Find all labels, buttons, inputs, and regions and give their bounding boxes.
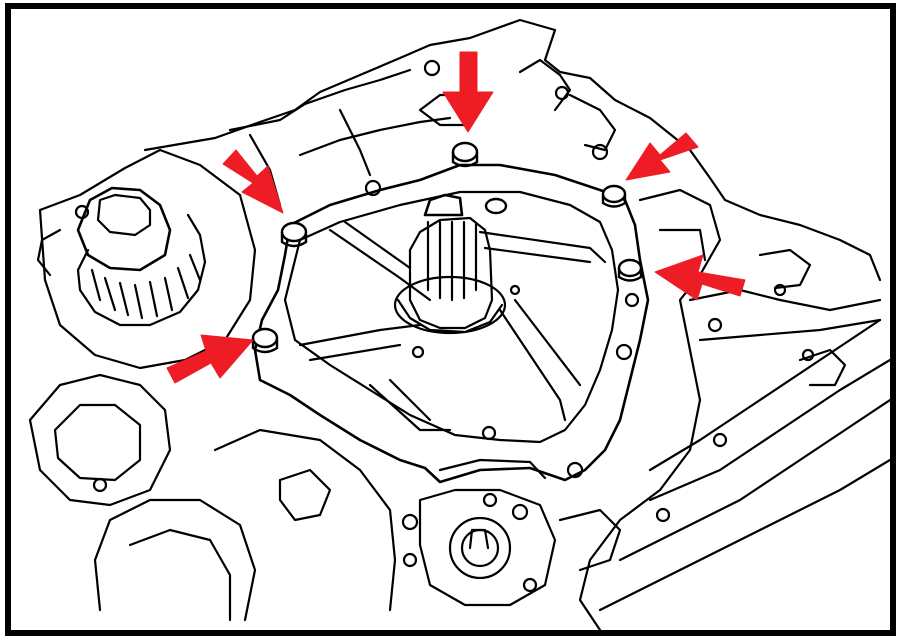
arrow-upper-right xyxy=(625,132,699,181)
arrow-left xyxy=(166,334,254,384)
right-housing xyxy=(578,188,892,632)
bolt-upper-right xyxy=(601,184,627,208)
line-art xyxy=(28,18,892,632)
red-arrows xyxy=(166,51,746,384)
bolt-right xyxy=(617,258,643,282)
bolt-top xyxy=(451,141,479,168)
bolt-upper-left xyxy=(280,221,308,248)
figure-border xyxy=(5,3,896,636)
cover-plate xyxy=(253,163,650,484)
upper-housing xyxy=(143,18,882,282)
arrow-upper-left xyxy=(222,149,284,214)
bolt-inner xyxy=(484,197,508,215)
arrow-right xyxy=(654,254,746,301)
arrow-top xyxy=(442,51,494,133)
bolts xyxy=(251,141,643,354)
bolt-left xyxy=(251,327,279,354)
splined-shaft xyxy=(393,193,507,335)
lower-housing xyxy=(28,373,622,622)
left-gear-assembly xyxy=(36,148,257,370)
